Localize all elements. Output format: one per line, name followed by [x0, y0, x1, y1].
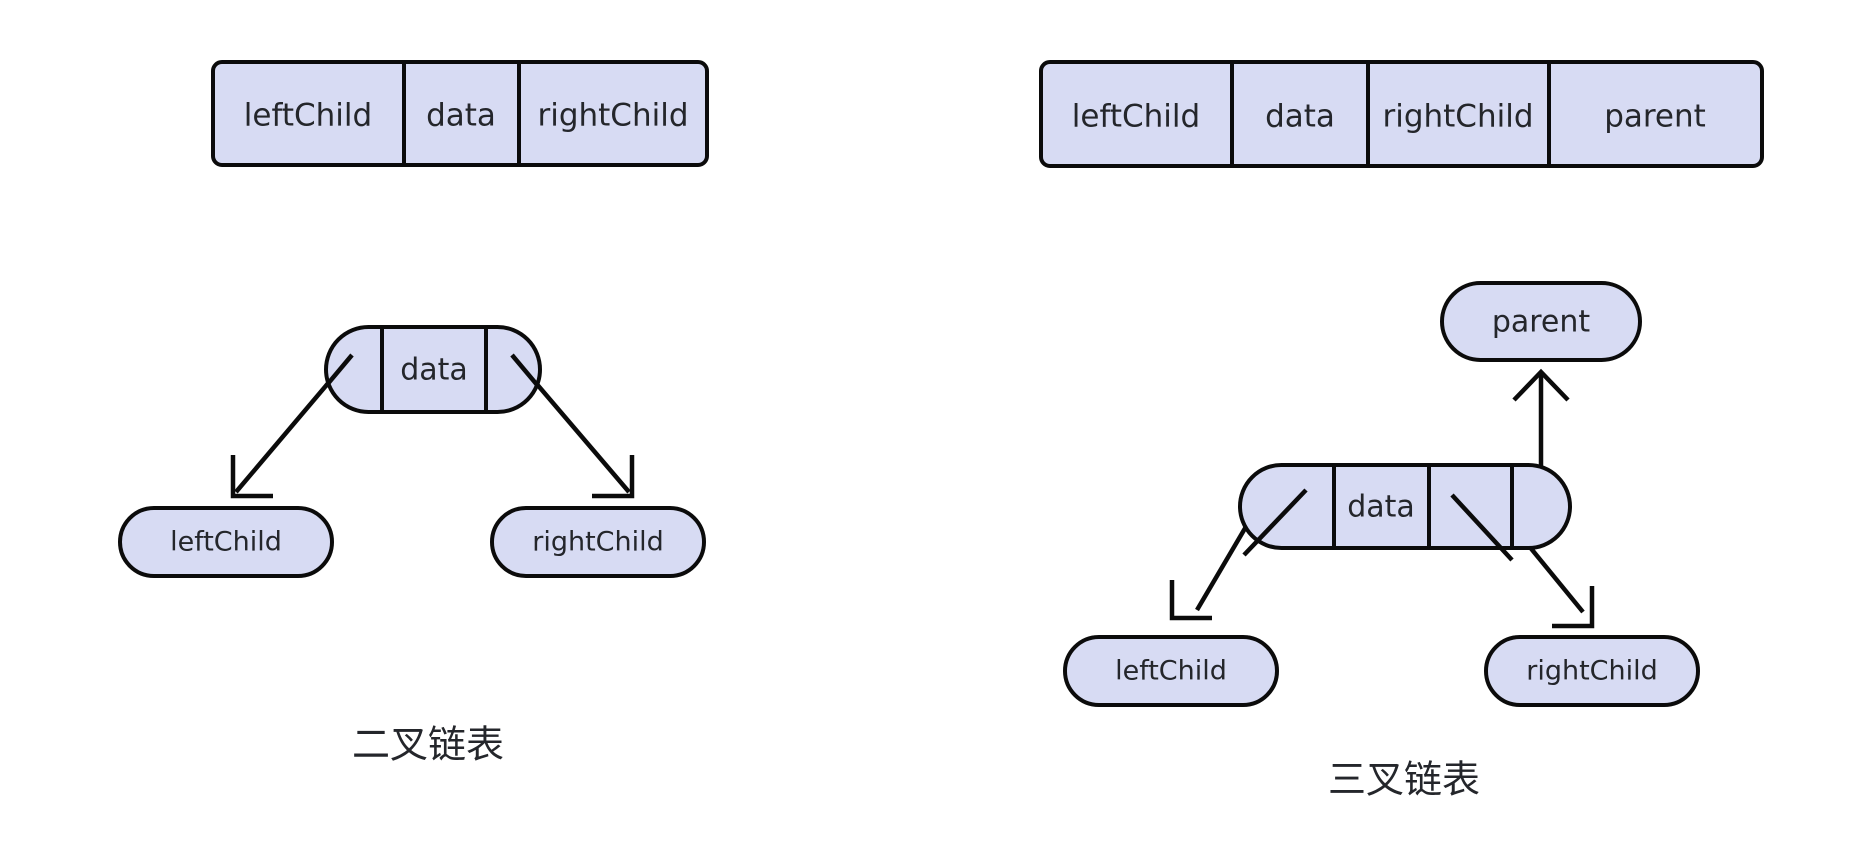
- right-child-right-label: rightChild: [1526, 656, 1658, 687]
- right-struct-cell-data: data: [1265, 99, 1335, 135]
- left-root-node-data-label: data: [400, 353, 468, 388]
- left-struct-table-outline: [211, 60, 709, 167]
- left-root-leftptr-slash: [324, 353, 354, 388]
- left-struct-table: leftChild data rightChild: [211, 60, 709, 167]
- left-child-node-right: rightChild: [490, 506, 706, 578]
- right-tree: parent data leftChild rightChild 三叉链表: [1063, 281, 1700, 802]
- right-parent-node-label: parent: [1492, 305, 1591, 340]
- right-edge-left-arrowhead: [1169, 580, 1212, 621]
- left-child-right-outline: [490, 506, 706, 578]
- right-child-left-label: leftChild: [1115, 656, 1227, 687]
- right-root-node: data: [1238, 463, 1572, 562]
- right-struct-table: leftChild data rightChild parent: [1039, 60, 1764, 168]
- left-child-right-label: rightChild: [532, 527, 664, 558]
- left-child-node-left: leftChild: [118, 506, 334, 578]
- right-root-node-outline: [1238, 463, 1572, 550]
- right-root-rightptr-slash: [1450, 493, 1514, 562]
- right-parent-node-outline: [1440, 281, 1642, 362]
- right-diagram-caption: 三叉链表: [1328, 758, 1480, 802]
- right-edge-parent-arrowhead: [1512, 368, 1570, 402]
- right-struct-cell-parent: parent: [1604, 99, 1706, 135]
- right-child-right-outline: [1484, 635, 1700, 707]
- left-tree: data leftChild rightChild 二叉链表: [118, 325, 706, 767]
- right-struct-cell-rightchild: rightChild: [1382, 99, 1533, 135]
- right-parent-node: parent: [1440, 281, 1642, 362]
- right-root-node-data-label: data: [1347, 490, 1415, 525]
- left-root-node: data: [324, 325, 542, 414]
- right-child-node-right: rightChild: [1484, 635, 1700, 707]
- left-child-left-label: leftChild: [170, 527, 282, 558]
- right-child-node-left: leftChild: [1063, 635, 1279, 707]
- left-struct-cell-rightchild: rightChild: [537, 98, 688, 134]
- left-edge-left-arrowhead: [230, 455, 273, 499]
- left-struct-cell-leftchild: leftChild: [244, 98, 372, 134]
- right-struct-table-outline: [1039, 60, 1764, 168]
- left-struct-cell-data: data: [426, 98, 496, 134]
- right-edge-right-arrowhead: [1552, 586, 1595, 629]
- right-struct-cell-leftchild: leftChild: [1072, 99, 1200, 135]
- right-root-leftptr-slash: [1242, 488, 1308, 557]
- right-child-left-outline: [1063, 635, 1279, 707]
- left-root-rightptr-slash: [510, 353, 540, 388]
- left-edge-right-arrowhead: [592, 455, 635, 499]
- left-diagram-caption: 二叉链表: [352, 723, 504, 767]
- left-child-left-outline: [118, 506, 334, 578]
